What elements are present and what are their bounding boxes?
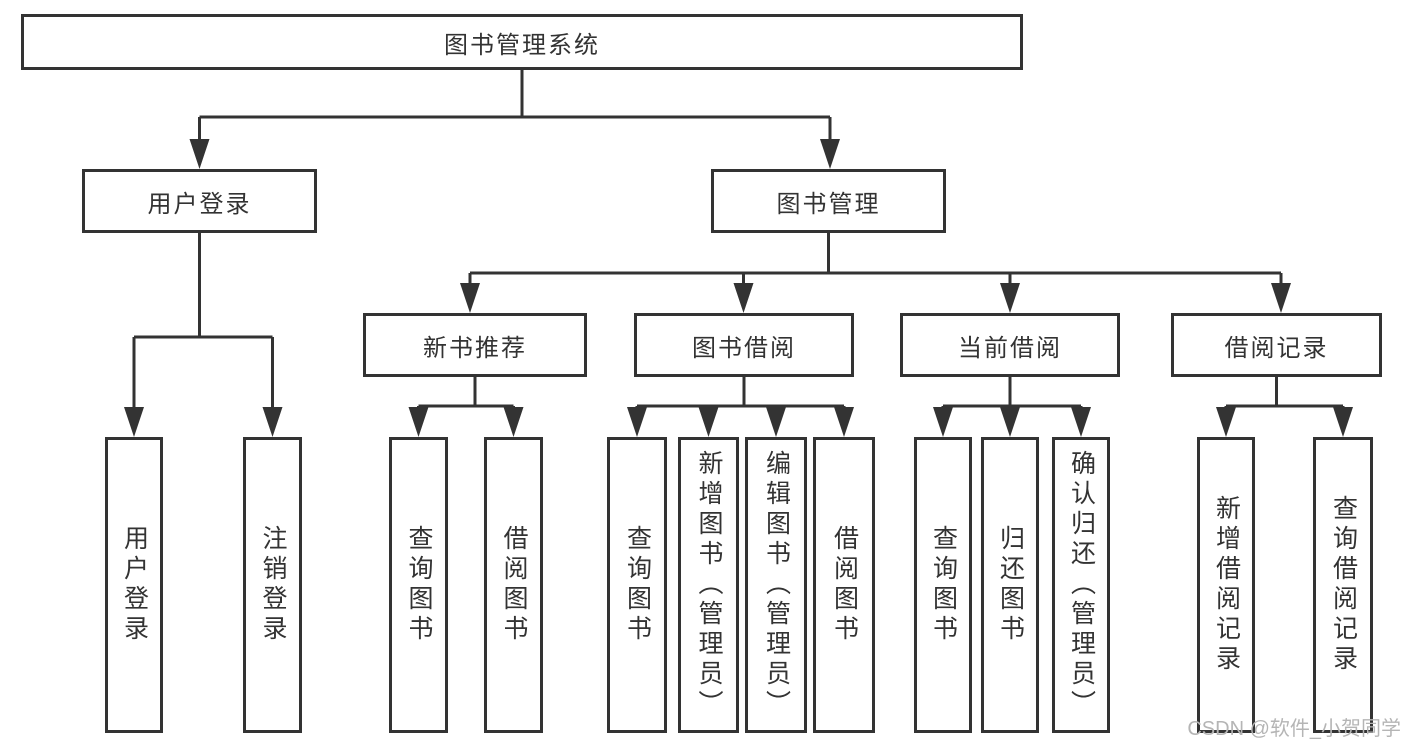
leaf-user-login: 用户登录 bbox=[105, 437, 163, 733]
connector-bookmgmt-children bbox=[468, 233, 1283, 286]
leaf-logout: 注销登录 bbox=[243, 437, 302, 733]
node-book-management: 图书管理 bbox=[711, 169, 946, 233]
node-library-system: 图书管理系统 bbox=[21, 14, 1023, 70]
connector-root-to-level2 bbox=[198, 68, 832, 142]
leaf-query-books-borrow: 查询图书 bbox=[607, 437, 667, 733]
leaf-add-borrow-record: 新增借阅记录 bbox=[1197, 437, 1255, 733]
watermark-text: CSDN @软件_小贺同学 bbox=[1187, 718, 1401, 740]
node-current-borrow: 当前借阅 bbox=[900, 313, 1120, 377]
leaf-borrow-books-recommend: 借阅图书 bbox=[484, 437, 543, 733]
leaf-query-borrow-record: 查询借阅记录 bbox=[1313, 437, 1373, 733]
arrowheads bbox=[124, 139, 1353, 437]
connector-currentborrow-children bbox=[941, 377, 1083, 410]
connector-borrowrecord-children bbox=[1224, 377, 1345, 410]
node-user-login: 用户登录 bbox=[82, 169, 317, 233]
leaf-query-books-recommend: 查询图书 bbox=[389, 437, 448, 733]
node-borrow-records: 借阅记录 bbox=[1171, 313, 1382, 377]
connector-userlogin-children bbox=[132, 233, 274, 410]
node-book-borrow: 图书借阅 bbox=[634, 313, 854, 377]
leaf-edit-book-admin: 编辑图书（管理员） bbox=[745, 437, 807, 733]
leaf-query-books-current: 查询图书 bbox=[914, 437, 972, 733]
leaf-confirm-return-admin: 确认归还（管理员） bbox=[1052, 437, 1110, 733]
leaf-borrow-books-borrow: 借阅图书 bbox=[813, 437, 875, 733]
node-new-book-recommend: 新书推荐 bbox=[363, 313, 587, 377]
leaf-return-book: 归还图书 bbox=[981, 437, 1039, 733]
leaf-add-book-admin: 新增图书（管理员） bbox=[678, 437, 739, 733]
connector-bookborrow-children bbox=[635, 377, 846, 410]
connector-newbook-children bbox=[417, 377, 515, 410]
